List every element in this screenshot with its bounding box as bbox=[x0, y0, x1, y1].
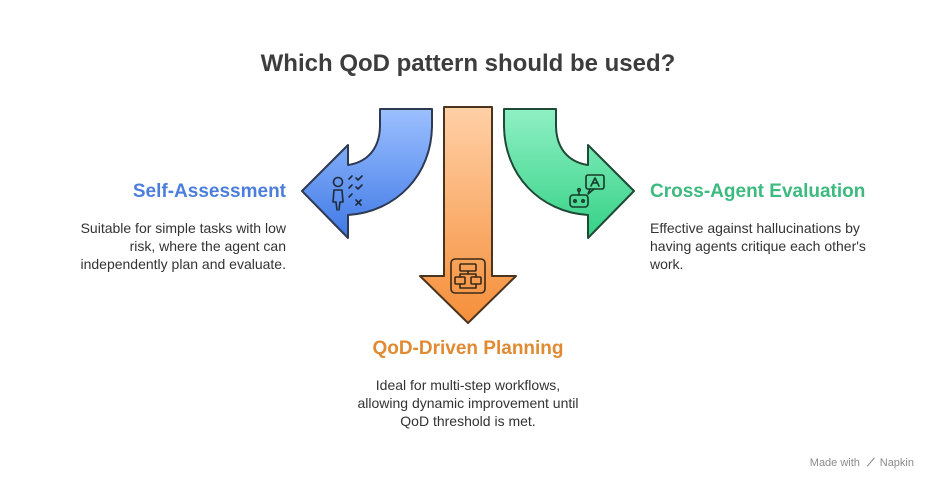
self-assessment-description: Suitable for simple tasks with low risk,… bbox=[80, 219, 286, 273]
cross-agent-evaluation-description: Effective against hallucinations by havi… bbox=[650, 219, 866, 273]
description-line: independently plan and evaluate. bbox=[80, 256, 286, 272]
made-with-credit[interactable]: Made with ⟋ Napkin bbox=[810, 457, 914, 470]
center-arrow bbox=[419, 106, 517, 324]
description-line: allowing dynamic improvement until bbox=[357, 395, 579, 411]
cross-agent-evaluation-heading: Cross-Agent Evaluation bbox=[650, 181, 866, 202]
robot-chat-icon bbox=[569, 174, 605, 208]
description-line: Suitable for simple tasks with low bbox=[80, 220, 286, 236]
qod-driven-planning-description: Ideal for multi-step workflows, allowing… bbox=[0, 376, 936, 430]
self-assessment-heading: Self-Assessment bbox=[132, 181, 286, 202]
credit-prefix: Made with bbox=[809, 457, 860, 469]
person-checklist-icon bbox=[332, 175, 363, 211]
right-arrow bbox=[503, 108, 635, 239]
description-line: QoD threshold is met. bbox=[400, 413, 536, 429]
description-line: having agents critique each other's bbox=[650, 238, 866, 254]
page-title: Which QoD pattern should be used? bbox=[260, 50, 676, 77]
description-line: Effective against hallucinations by bbox=[650, 220, 860, 236]
description-line: Ideal for multi-step workflows, bbox=[375, 377, 561, 393]
description-line: work. bbox=[650, 256, 684, 272]
flowchart-icon bbox=[450, 258, 486, 294]
qod-driven-planning-heading: QoD-Driven Planning bbox=[372, 338, 564, 359]
napkin-logo-icon: ⟋ bbox=[866, 457, 875, 469]
left-arrow bbox=[301, 108, 433, 239]
credit-brand: Napkin bbox=[879, 457, 914, 469]
description-line: risk, where the agent can bbox=[129, 238, 286, 254]
